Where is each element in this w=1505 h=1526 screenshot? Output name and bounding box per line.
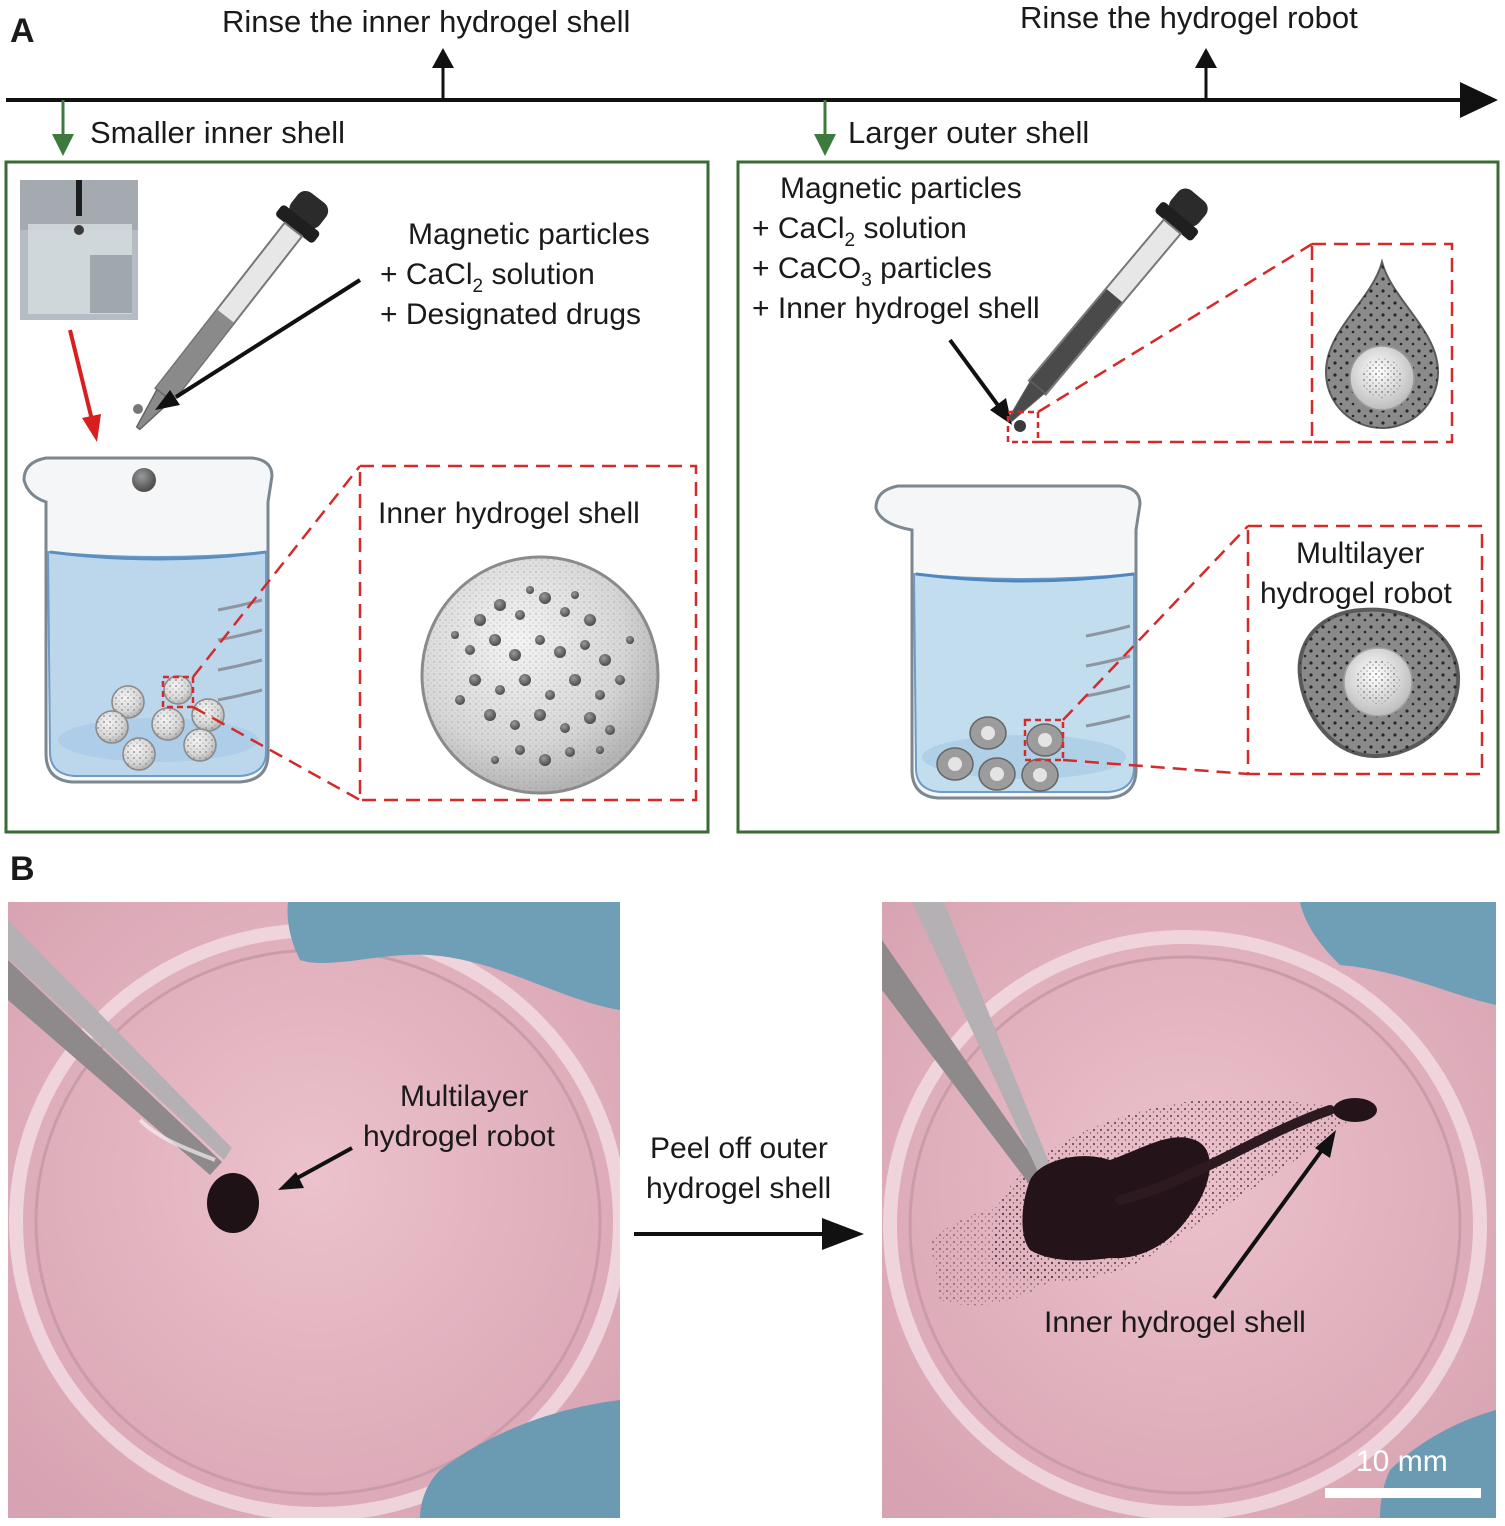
peel-off-label-1: Peel off outer (650, 1132, 828, 1165)
magnetic-particles (451, 586, 634, 766)
glove-bottom (420, 1400, 620, 1518)
rinse-inner-label: Rinse the inner hydrogel shell (222, 4, 630, 39)
glove-top-right (1300, 902, 1496, 1005)
robot-zoom-label-1: Multilayer (1296, 537, 1424, 570)
robot-photo (207, 1173, 259, 1233)
dropping-photo (20, 180, 138, 320)
timeline (6, 48, 1498, 156)
right-black-arrow (948, 338, 1012, 425)
right-dropper (1007, 188, 1208, 432)
glove-top (287, 902, 620, 1010)
peel-off-label-2: hydrogel shell (646, 1172, 831, 1205)
droplet-zoom (1037, 242, 1454, 444)
panel-b-letter: B (10, 850, 35, 888)
peel-off-arrow (634, 1218, 864, 1250)
robot-zoom-label-2: hydrogel robot (1260, 577, 1452, 610)
left-photo-label-1: Multilayer (400, 1080, 528, 1113)
inner-shell-photo (1333, 1098, 1377, 1122)
left-photo: Multilayer hydrogel robot (8, 902, 620, 1518)
left-zoom-label: Inner hydrogel shell (378, 497, 640, 530)
right-step-box (736, 160, 1500, 834)
left-black-arrow (155, 278, 362, 410)
left-beaker-zoom-marker (161, 675, 195, 709)
smaller-inner-label: Smaller inner shell (90, 115, 345, 150)
left-zoom: Inner hydrogel shell (192, 464, 698, 802)
right-ingredient-2: + CaCl2 solution (752, 212, 967, 251)
droplet-zoom-marker (1006, 410, 1040, 444)
tweezers (8, 960, 222, 1175)
scale-bar (1325, 1488, 1481, 1498)
rinse-robot-label: Rinse the hydrogel robot (1020, 0, 1358, 35)
left-ingredient-1: Magnetic particles (408, 218, 650, 251)
right-ingredient-4: + Inner hydrogel shell (752, 292, 1040, 325)
left-ingredient-3: + Designated drugs (380, 298, 641, 331)
right-beaker-zoom-marker (1023, 718, 1065, 762)
petri-dish-right (883, 930, 1487, 1518)
tweezers-right (882, 940, 1046, 1185)
right-beaker-robots (936, 716, 1064, 792)
left-beaker-spheres (95, 675, 225, 771)
right-beaker (874, 484, 1142, 800)
left-ingredient-2: + CaCl2 solution (380, 258, 595, 297)
larger-outer-label: Larger outer shell (848, 115, 1089, 150)
robot-zoom: Multilayer hydrogel robot (1062, 524, 1484, 776)
left-step-box (4, 160, 710, 834)
left-dropper (133, 190, 329, 431)
red-arrow (68, 329, 101, 442)
right-ingredient-3: + CaCO3 particles (752, 252, 992, 291)
right-photo: 10 mm Inner hydrogel shell (882, 902, 1496, 1518)
scale-bar-label: 10 mm (1356, 1445, 1448, 1478)
right-photo-label: Inner hydrogel shell (1044, 1306, 1306, 1339)
left-photo-label-2: hydrogel robot (363, 1120, 555, 1153)
left-beaker (22, 456, 274, 784)
timeline-arrowhead (1460, 82, 1498, 118)
panel-a-letter: A (10, 12, 35, 50)
right-ingredient-1: Magnetic particles (780, 172, 1022, 205)
